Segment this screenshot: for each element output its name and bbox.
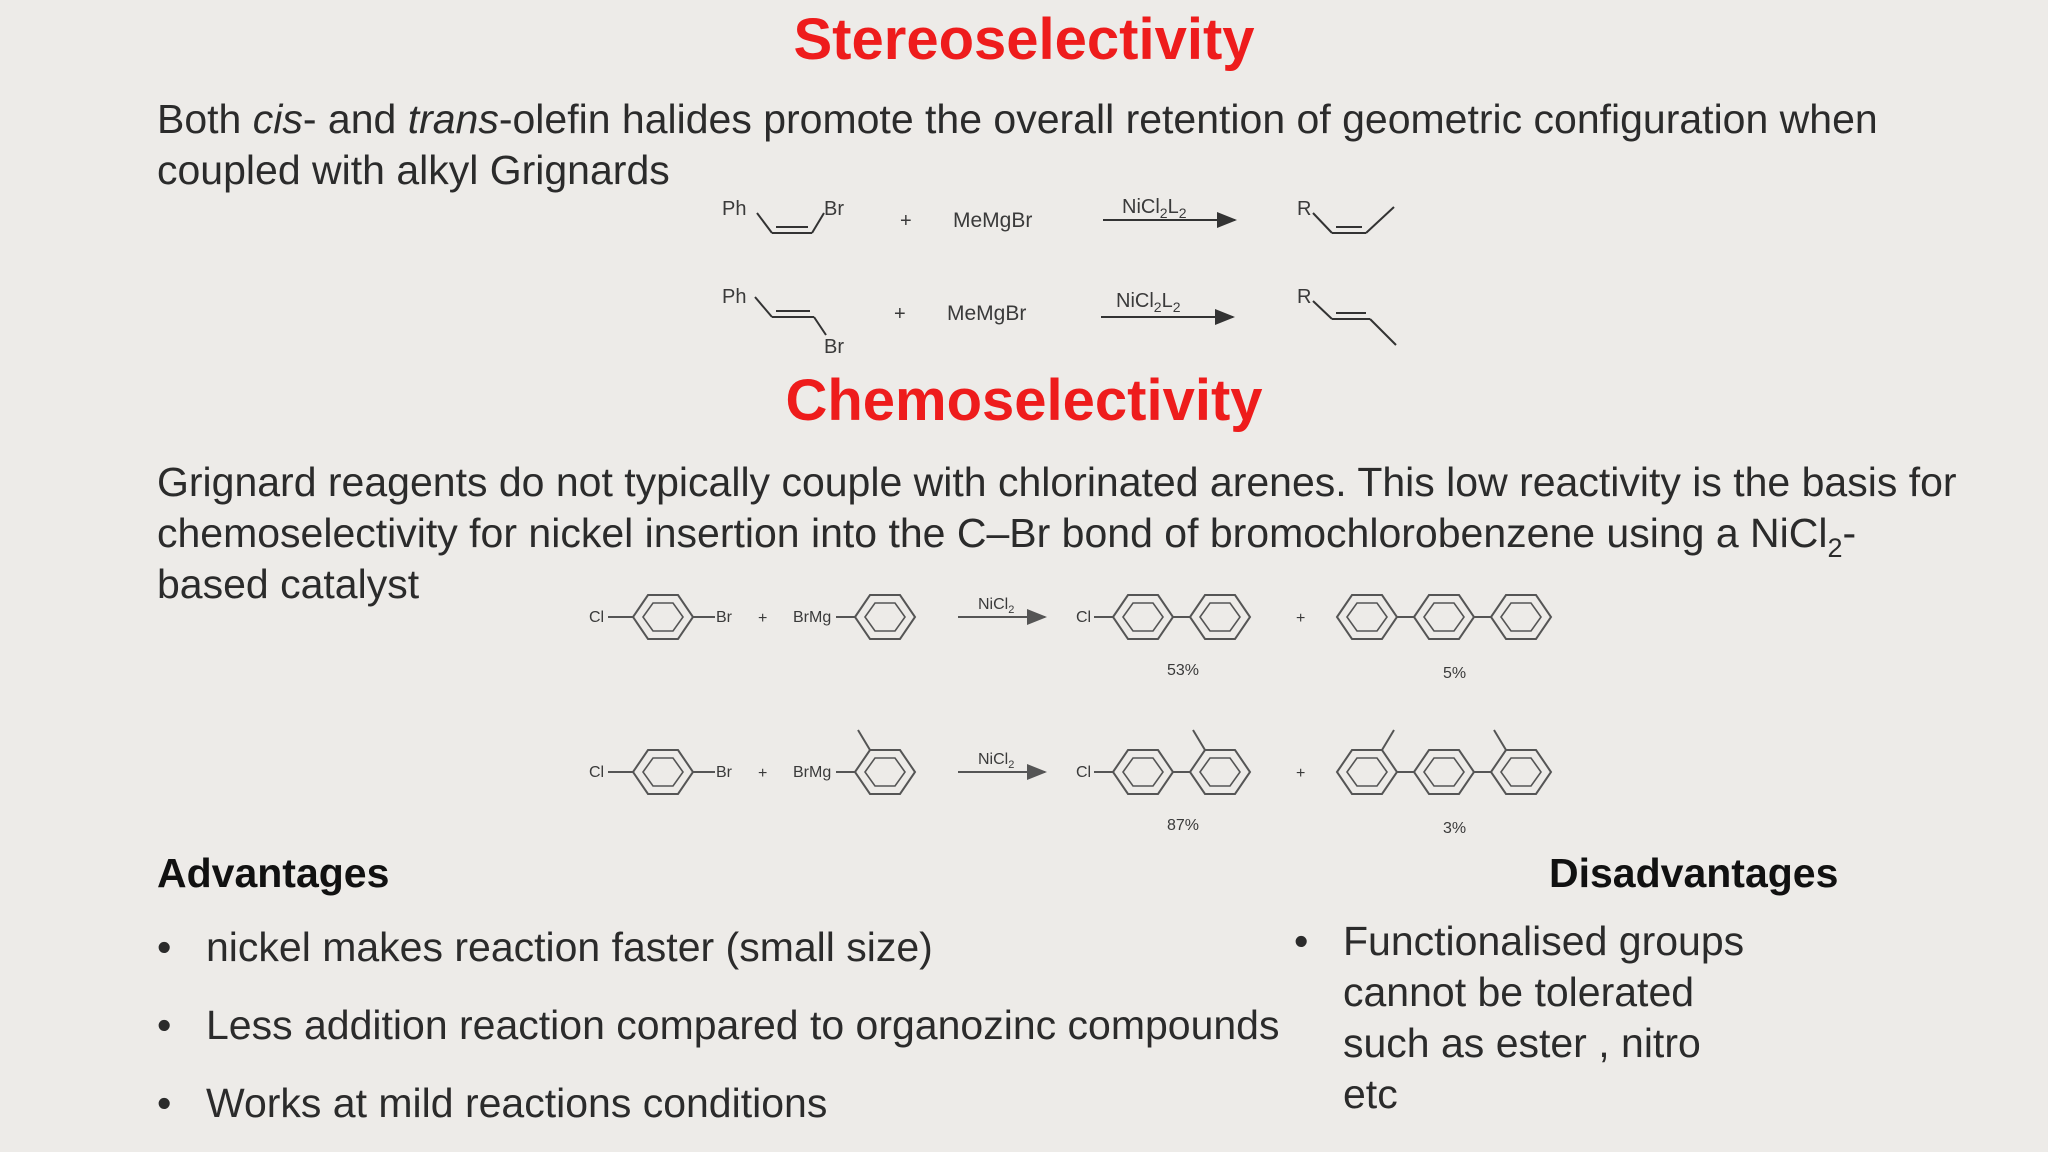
row2-brmg-label: BrMg — [793, 764, 831, 781]
chemo-reaction-row-1: Cl Br + BrMg NiCl2 Cl 53% + 5% — [589, 594, 1552, 682]
row1-product-cl: Cl — [1076, 609, 1091, 626]
trans-product-r: R — [1297, 286, 1311, 308]
stereoselectivity-heading: Stereoselectivity — [793, 7, 1255, 72]
advantage-item: Less addition reaction compared to organ… — [157, 1002, 1337, 1049]
row1-yield-b: 5% — [1443, 665, 1466, 682]
row1-brmg-label: BrMg — [793, 609, 831, 626]
row1-product-ring-b — [1189, 594, 1251, 640]
trans-catalyst: NiCl2L2 — [1116, 290, 1181, 315]
cis-ph-label: Ph — [722, 198, 746, 220]
chemoselectivity-heading: Chemoselectivity — [785, 368, 1263, 433]
cis-olefin-bonds — [756, 212, 825, 234]
row1-plus-2: + — [1296, 610, 1305, 627]
row2-plus-1: + — [758, 765, 767, 782]
stereo-reaction-scheme: Ph Br + MeMgBr NiCl2L2 R Ph Br + MeM — [722, 196, 1397, 358]
advantages-heading: Advantages — [157, 850, 390, 896]
row2-terphenyl-ring-a — [1336, 749, 1398, 795]
cis-reagent: MeMgBr — [953, 209, 1032, 232]
cis-plus: + — [900, 210, 912, 232]
row2-tolyl-grignard-ring — [854, 749, 916, 795]
cis-product-r: R — [1297, 198, 1311, 220]
advantage-item: Works at mild reactions conditions — [157, 1080, 1337, 1127]
chemo-description: Grignard reagents do not typically coupl… — [157, 457, 1967, 610]
row1-cl-label: Cl — [589, 609, 604, 626]
row1-yield-a: 53% — [1167, 662, 1199, 679]
chemo-reaction-row-2: Cl Br + BrMg NiCl2 Cl 87% + 3% — [589, 729, 1552, 837]
chemo-text-subscript: 2 — [1827, 533, 1843, 563]
row1-terphenyl-ring-a — [1336, 594, 1398, 640]
row1-terphenyl-ring-c — [1490, 594, 1552, 640]
disadvantages-heading: Disadvantages — [1549, 850, 1839, 896]
row2-bromochlorobenzene-ring — [632, 749, 694, 795]
trans-olefin-bonds — [754, 296, 827, 336]
row2-catalyst: NiCl2 — [978, 751, 1014, 771]
row2-br-label: Br — [716, 764, 733, 781]
trans-reaction-row: Ph Br + MeMgBr NiCl2L2 R — [722, 286, 1397, 358]
advantage-item: nickel makes reaction faster (small size… — [157, 924, 1337, 971]
row2-product-ring-a — [1112, 749, 1174, 795]
row2-cl-label: Cl — [589, 764, 604, 781]
stereo-text-3: -olefin halides promote the overall rete… — [157, 96, 1878, 193]
row2-product-methyl — [1192, 729, 1206, 751]
row1-plus-1: + — [758, 610, 767, 627]
cis-br-label: Br — [824, 198, 844, 220]
row2-terphenyl-methyl-a — [1381, 729, 1395, 751]
cis-catalyst: NiCl2L2 — [1122, 196, 1187, 221]
row1-product-ring-a — [1112, 594, 1174, 640]
row2-terphenyl-ring-c — [1490, 749, 1552, 795]
trans-product-bonds — [1312, 300, 1397, 346]
row2-yield-a: 87% — [1167, 817, 1199, 834]
chemo-reaction-scheme: Cl Br + BrMg NiCl2 Cl 53% + 5% Cl Br + B… — [589, 594, 1552, 837]
cis-reaction-row: Ph Br + MeMgBr NiCl2L2 R — [722, 196, 1395, 234]
advantages-list: nickel makes reaction faster (small size… — [157, 924, 1337, 1127]
row2-product-cl: Cl — [1076, 764, 1091, 781]
row2-yield-b: 3% — [1443, 820, 1466, 837]
row2-terphenyl-methyl-c — [1493, 729, 1507, 751]
trans-reagent: MeMgBr — [947, 302, 1026, 325]
cis-product-bonds — [1312, 206, 1395, 234]
row2-grignard-methyl — [857, 729, 871, 751]
chemo-text-2: -based catalyst — [157, 510, 1857, 607]
row1-catalyst: NiCl2 — [978, 596, 1014, 616]
stereo-description: Both cis- and trans-olefin halides promo… — [157, 94, 1957, 196]
chemo-text-1: Grignard reagents do not typically coupl… — [157, 459, 1957, 556]
row2-terphenyl-ring-b — [1413, 749, 1475, 795]
row1-br-label: Br — [716, 609, 733, 626]
row1-phenyl-grignard-ring — [854, 594, 916, 640]
trans-ph-label: Ph — [722, 286, 746, 308]
row2-product-ring-b — [1189, 749, 1251, 795]
cis-term: cis — [252, 96, 303, 142]
disadvantages-list: Functionalised groups cannot be tolerate… — [1294, 916, 1754, 1120]
trans-plus: + — [894, 303, 906, 325]
row2-plus-2: + — [1296, 765, 1305, 782]
row1-terphenyl-ring-b — [1413, 594, 1475, 640]
stereo-text-1: Both — [157, 96, 253, 142]
trans-term: trans — [407, 96, 499, 142]
stereo-text-2: - and — [302, 96, 408, 142]
disadvantage-item: Functionalised groups cannot be tolerate… — [1294, 916, 1754, 1120]
trans-br-label: Br — [824, 336, 844, 358]
row1-bromochlorobenzene-ring — [632, 594, 694, 640]
